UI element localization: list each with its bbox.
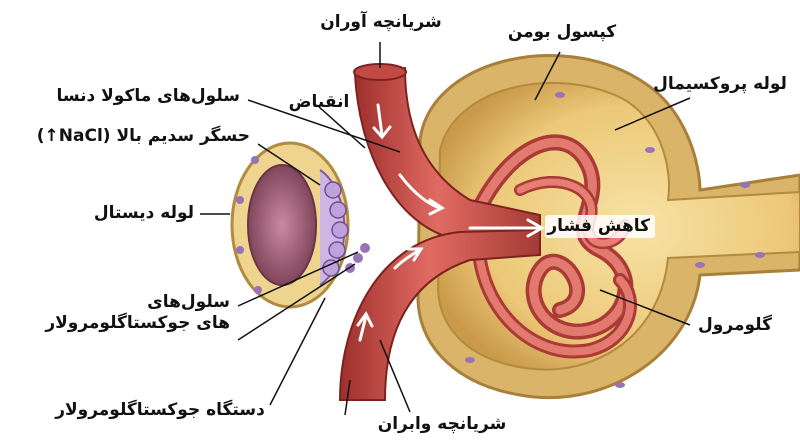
label-constriction: انقباض	[288, 92, 350, 112]
label-glomerulus: گلومرول	[698, 315, 772, 335]
label-juxtaglomerular-cells-line1: سلول‌های	[147, 292, 230, 312]
label-afferent-arteriole: شریانچه آوران	[320, 12, 442, 32]
label-juxtaglomerular-cells: سلول‌های های جوکستاگلومرولار	[30, 292, 230, 335]
label-distal-tubule: لوله دیستال	[93, 203, 194, 223]
label-proximal-tubule: لوله پروکسیمال	[653, 74, 787, 94]
distal-tubule	[230, 141, 350, 309]
label-high-sodium-sensor: حسگر سدیم بالا (NaCl↑)	[36, 126, 250, 146]
label-efferent-arteriole: شریانچه وابران	[377, 414, 507, 434]
flow-arrows	[356, 103, 546, 342]
label-pressure-drop: کاهش فشار	[545, 215, 655, 239]
leader-lines	[200, 42, 691, 416]
afferent-arteriole	[353, 63, 541, 241]
glomerulus-loops	[462, 134, 637, 359]
label-bowman-capsule: کپسول بومن	[507, 22, 617, 42]
label-juxtaglomerular-cells-line2: های جوکستاگلومرولار	[45, 313, 230, 334]
label-macula-densa-cells: سلول‌های ماکولا دنسا	[56, 86, 240, 106]
label-juxtaglomerular-apparatus: دستگاه جوکستاگلومرولار	[55, 400, 265, 420]
